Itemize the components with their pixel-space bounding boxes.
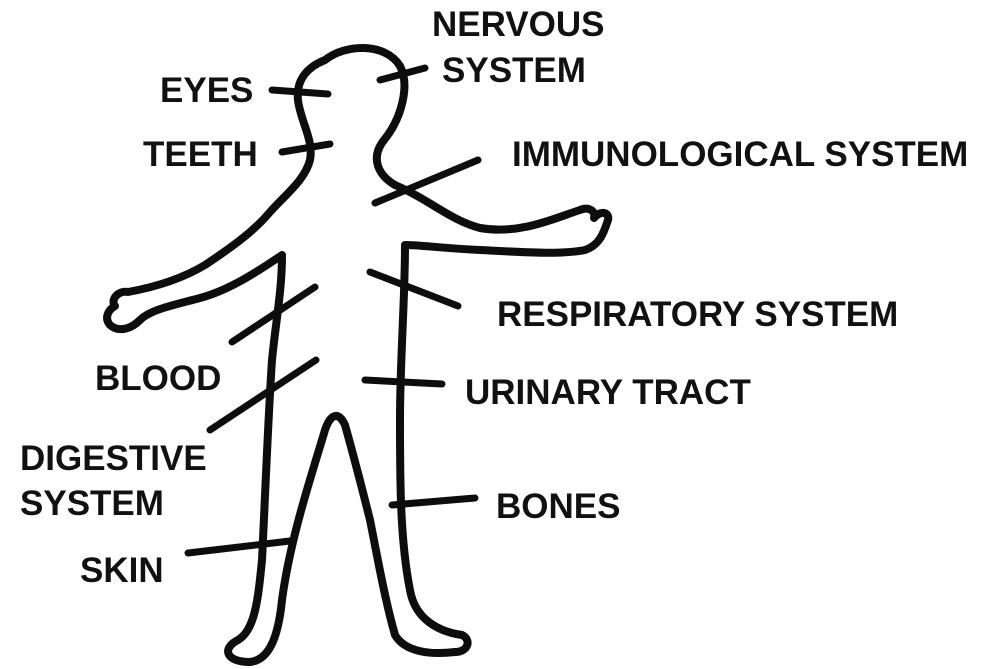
immunological-system-label: IMMUNOLOGICAL SYSTEM [512, 135, 968, 174]
eyes-label: EYES [160, 71, 253, 110]
teeth-label: TEETH [143, 135, 258, 174]
bones-label: BONES [496, 487, 620, 526]
nervous-system-label-line1: NERVOUS [432, 5, 604, 44]
urinary-tract-label: URINARY TRACT [465, 373, 751, 412]
digestive-system-pointer [210, 360, 316, 430]
digestive-system-label-line1: DIGESTIVE [20, 439, 207, 478]
respiratory-system-pointer [370, 272, 458, 306]
respiratory-system-label: RESPIRATORY SYSTEM [497, 295, 898, 334]
skin-label: SKIN [80, 551, 164, 590]
nervous-system-label-line2: SYSTEM [442, 51, 586, 90]
urinary-tract-pointer [365, 380, 442, 384]
skin-pointer [188, 541, 290, 553]
eyes-pointer [272, 90, 328, 94]
blood-label: BLOOD [95, 359, 221, 398]
digestive-system-label-line2: SYSTEM [20, 484, 164, 523]
teeth-pointer [282, 144, 330, 152]
